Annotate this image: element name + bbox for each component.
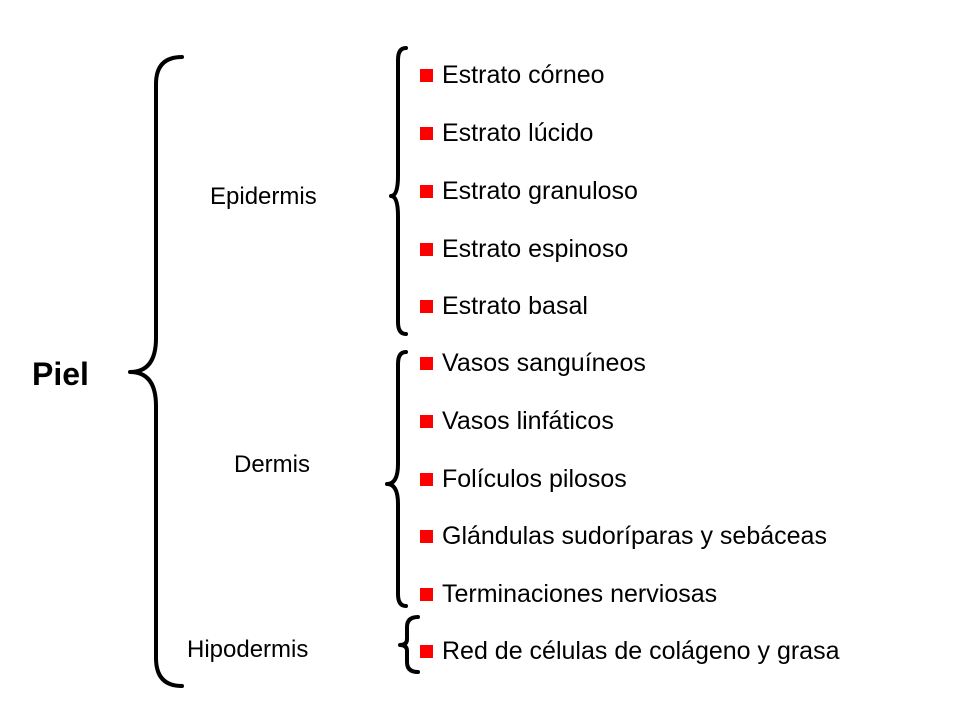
group-label-hipodermis: Hipodermis	[187, 636, 309, 663]
bullet-square-icon	[420, 644, 433, 658]
list-item-glandulas: Glándulas sudoríparas y sebáceas	[420, 519, 827, 553]
bullet-square-icon	[420, 529, 433, 543]
bullet-square-icon	[420, 299, 433, 313]
root-label-piel: Piel	[32, 356, 89, 392]
item-text: Vasos linfáticos	[442, 407, 614, 435]
item-text: Vasos sanguíneos	[442, 349, 646, 377]
list-item-red-colageno-grasa: Red de células de colágeno y grasa	[420, 634, 840, 668]
group-label-epidermis: Epidermis	[210, 183, 317, 210]
group-label-dermis: Dermis	[234, 451, 310, 478]
item-text: Folículos pilosos	[442, 465, 627, 493]
item-text: Estrato lúcido	[442, 119, 594, 147]
dermis-brace	[385, 350, 408, 608]
list-item-estrato-corneo: Estrato córneo	[420, 58, 605, 92]
list-item-estrato-basal: Estrato basal	[420, 289, 588, 323]
bullet-square-icon	[420, 472, 433, 486]
item-text: Glándulas sudoríparas y sebáceas	[442, 522, 827, 550]
item-text: Estrato córneo	[442, 61, 605, 89]
item-text: Red de células de colágeno y grasa	[442, 637, 840, 665]
item-text: Terminaciones nerviosas	[442, 580, 718, 608]
main-brace	[128, 55, 184, 688]
list-item-terminaciones-nerviosas: Terminaciones nerviosas	[420, 577, 717, 611]
epidermis-brace	[389, 46, 408, 336]
bullet-square-icon	[420, 242, 433, 256]
list-item-estrato-lucido: Estrato lúcido	[420, 116, 593, 150]
item-text: Estrato espinoso	[442, 235, 629, 263]
bullet-square-icon	[420, 587, 433, 601]
bullet-square-icon	[420, 184, 433, 198]
list-item-foliculos-pilosos: Folículos pilosos	[420, 462, 627, 496]
list-item-estrato-espinoso: Estrato espinoso	[420, 232, 628, 266]
item-text: Estrato basal	[442, 292, 588, 320]
list-item-vasos-linfaticos: Vasos linfáticos	[420, 404, 614, 438]
bullet-square-icon	[420, 68, 433, 82]
list-item-vasos-sanguineos: Vasos sanguíneos	[420, 346, 646, 380]
bullet-square-icon	[420, 126, 433, 140]
bullet-square-icon	[420, 356, 433, 370]
bullet-square-icon	[420, 414, 433, 428]
item-text: Estrato granuloso	[442, 177, 638, 205]
hipodermis-brace	[398, 615, 420, 674]
list-item-estrato-granuloso: Estrato granuloso	[420, 174, 638, 208]
